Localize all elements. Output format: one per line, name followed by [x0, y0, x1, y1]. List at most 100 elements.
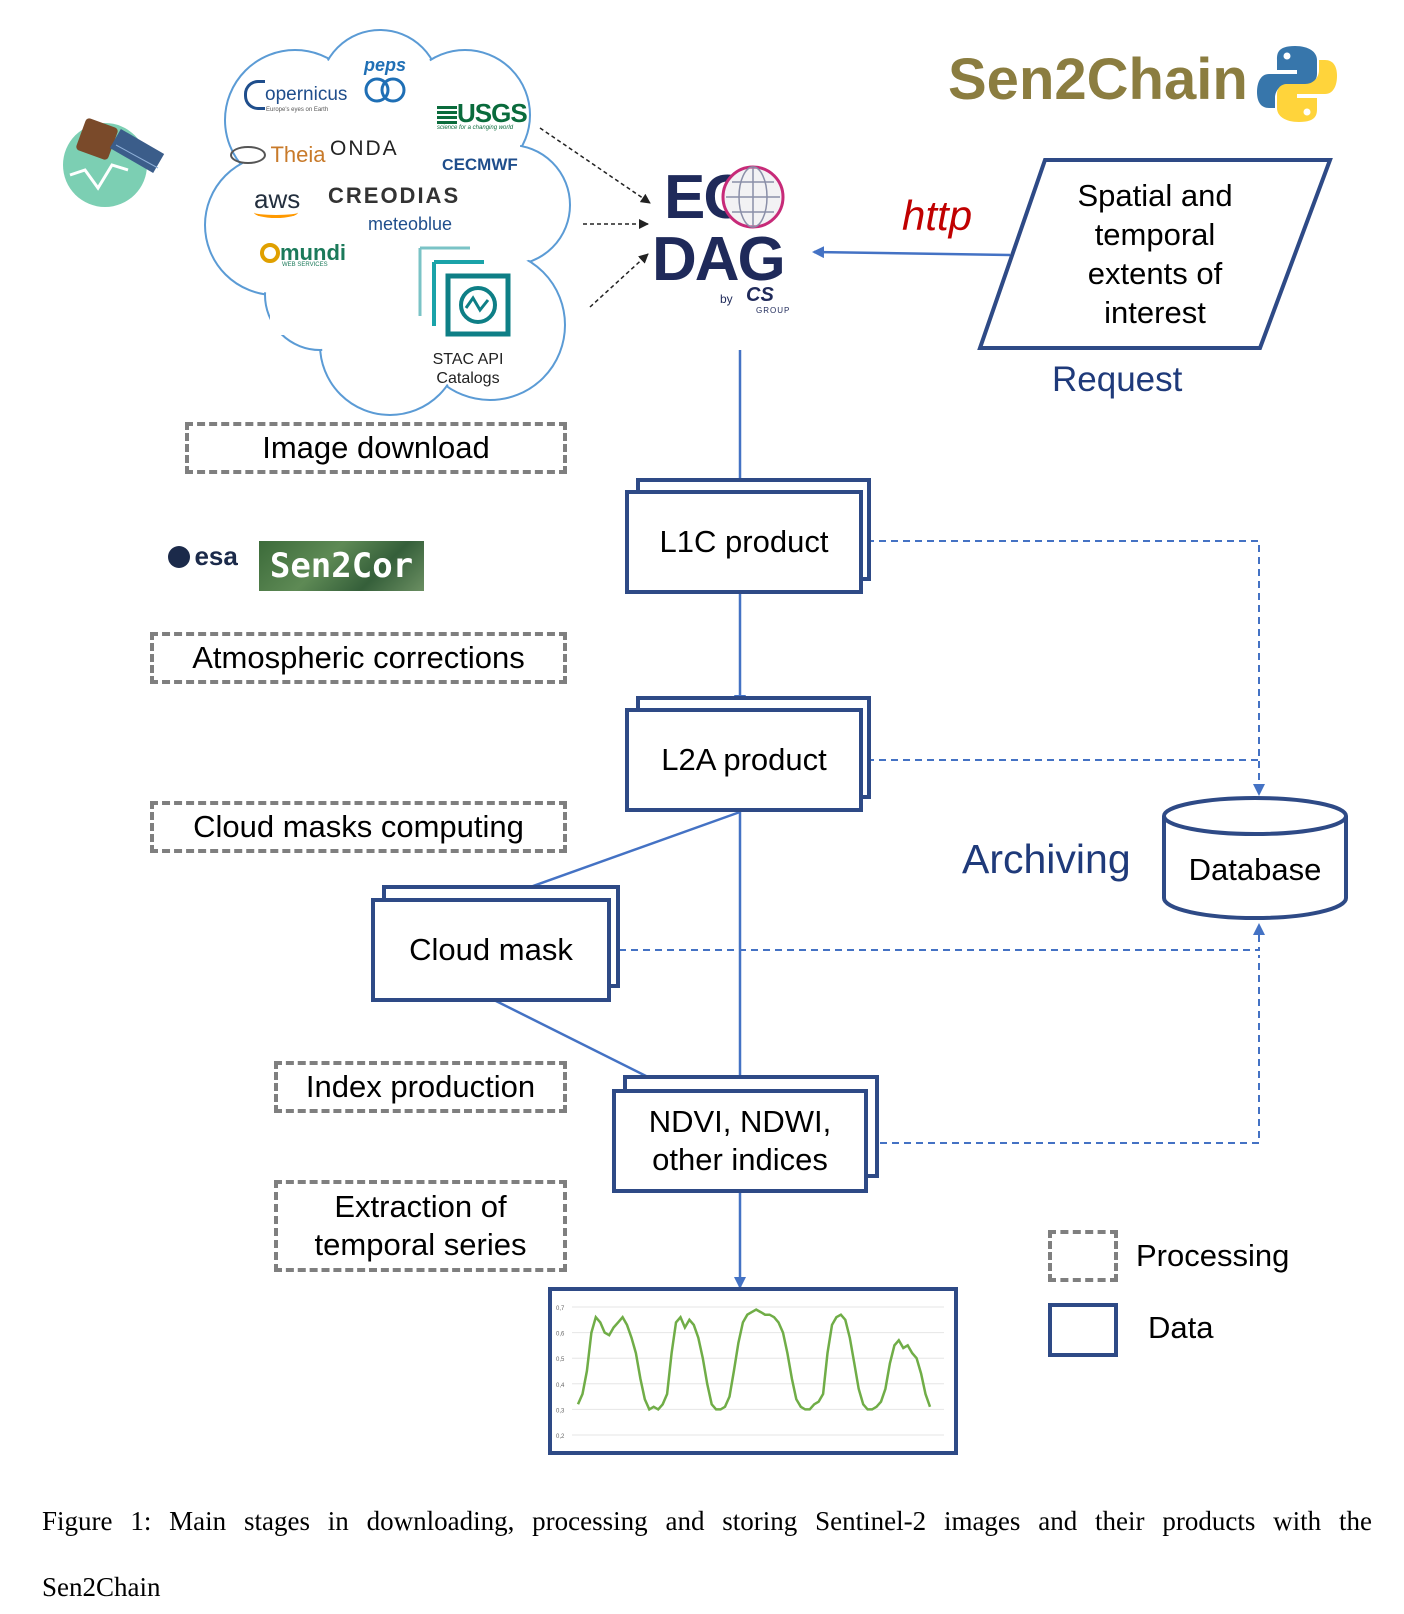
- legend-data-swatch: [1048, 1303, 1118, 1357]
- copernicus-label: opernicus: [265, 84, 348, 105]
- series-ytick-label: 0,7: [556, 1306, 565, 1312]
- sen2cor-label: Sen2Cor: [269, 546, 414, 586]
- step-extraction-line1: Extraction of: [334, 1189, 507, 1224]
- copernicus-logo: opernicus Europe's eyes on Earth: [244, 80, 347, 113]
- peps-rings-icon: [364, 77, 406, 103]
- database-label: Database: [1188, 852, 1322, 887]
- request-line2: temporal: [1094, 217, 1216, 252]
- request-line1: Spatial and: [1077, 178, 1233, 213]
- usgs-sub: science for a changing world: [437, 125, 514, 131]
- step-extraction-temporal-series: Extraction of temporal series: [274, 1180, 567, 1272]
- stac-catalog-icon: [418, 246, 511, 337]
- ecmwf-mark-icon: C: [442, 157, 454, 174]
- copernicus-sub: Europe's eyes on Earth: [266, 107, 329, 113]
- temporal-series-chart: 0,7 0,6 0,5 0,4 0,3 0,2: [548, 1287, 958, 1455]
- step-index-production-label: Index production: [305, 1069, 536, 1104]
- theia-eye-icon: [230, 146, 266, 164]
- series-ytick-label: 0,2: [556, 1434, 565, 1440]
- copernicus-c-icon: [244, 80, 265, 110]
- usgs-logo: USGS science for a changing world: [437, 98, 528, 131]
- step-extraction-line2: temporal series: [314, 1227, 527, 1262]
- mundi-logo: mundi WEB SERVICES: [260, 240, 346, 268]
- data-providers-cloud: [204, 29, 571, 416]
- meteoblue-logo: meteoblue: [368, 214, 452, 235]
- request-to-eodag-arrow: [812, 246, 1011, 259]
- sen2cor-logo: Sen2Cor: [259, 541, 424, 591]
- sen2chain-title: Sen2Chain: [948, 46, 1248, 113]
- step-cloud-masks-label: Cloud masks computing: [193, 809, 524, 844]
- archiving-label: Archiving: [962, 836, 1131, 882]
- onda-label: ONDA: [330, 137, 399, 160]
- ecmwf-label: ECMWF: [453, 155, 518, 174]
- usgs-label: USGS: [457, 98, 528, 128]
- python-logo-icon: [1257, 46, 1337, 122]
- peps-logo: peps: [360, 55, 410, 109]
- cloud-mask-label: Cloud mask: [409, 932, 573, 967]
- meteoblue-label: meteoblue: [368, 214, 453, 234]
- series-line: [576, 1308, 932, 1412]
- request-label: Request: [1052, 360, 1183, 399]
- eodag-globe-icon: [721, 165, 785, 229]
- series-ytick-label: 0,6: [556, 1332, 565, 1338]
- theia-logo: Theia: [230, 142, 326, 168]
- mundi-label: mundi: [280, 240, 346, 265]
- creodias-logo: CREODIAS: [328, 183, 460, 209]
- cloud-to-eodag-arrow-top: [539, 127, 651, 204]
- mundi-sub: WEB SERVICES: [282, 262, 328, 268]
- l2a-product-label: L2A product: [661, 742, 827, 777]
- aws-smile-icon: [254, 207, 298, 218]
- eodag-logo: EO DAG by CS GROUP: [650, 162, 810, 332]
- sen2cor-logos: esa: [168, 541, 238, 572]
- usgs-wave-icon: [437, 103, 457, 124]
- legend-processing-swatch: [1048, 1230, 1118, 1282]
- request-line4: interest: [1104, 295, 1206, 330]
- theia-label: Theia: [270, 142, 326, 167]
- request-text: Spatial and temporal extents of interest: [1050, 176, 1260, 332]
- eodag-by-text: by: [720, 292, 733, 306]
- figure-caption-line1: Figure 1: Main stages in downloading, pr…: [42, 1506, 1372, 1536]
- indices-archive-line: [880, 955, 1260, 1144]
- aws-logo: aws: [254, 184, 300, 218]
- stac-label-line2: Catalogs: [436, 370, 500, 387]
- onda-logo: ONDA: [330, 137, 399, 161]
- stac-label-line1: STAC API: [432, 351, 504, 368]
- figure-caption-line2: Sen2Chain: [42, 1572, 161, 1602]
- indices-box: NDVI, NDWI, other indices: [612, 1089, 868, 1193]
- sen2chain-title-text: Sen2Chain: [948, 47, 1248, 112]
- satellite-icon: [63, 118, 165, 207]
- step-atmospheric-corrections: Atmospheric corrections: [150, 632, 567, 684]
- legend-processing-label: Processing: [1136, 1238, 1290, 1273]
- request-parallelogram: [977, 158, 1333, 350]
- step-image-download: Image download: [185, 422, 567, 474]
- eodag-cs-text: CS: [746, 284, 774, 306]
- indices-line1: NDVI, NDWI,: [648, 1104, 832, 1139]
- legend-data-label: Data: [1148, 1310, 1214, 1345]
- aws-label: aws: [254, 184, 301, 214]
- indices-line2: other indices: [652, 1142, 828, 1177]
- step-cloud-masks-computing: Cloud masks computing: [150, 801, 567, 853]
- creodias-label: CREODIAS: [328, 183, 461, 208]
- cloud-to-eodag-arrow-bottom: [589, 253, 649, 308]
- database-cylinder: [1162, 796, 1348, 920]
- peps-label: peps: [363, 55, 406, 75]
- step-atmospheric-label: Atmospheric corrections: [192, 640, 525, 675]
- series-ytick-label: 0,4: [556, 1383, 565, 1389]
- series-ytick-label: 0,3: [556, 1408, 565, 1414]
- l1c-archive-line: [867, 540, 1265, 796]
- eodag-dag-text: DAG: [652, 225, 786, 294]
- cloud-mask-box: Cloud mask: [371, 898, 611, 1002]
- http-label: http: [902, 192, 973, 239]
- series-ytick-label: 0,5: [556, 1357, 565, 1363]
- esa-label: esa: [194, 541, 238, 571]
- l1c-product-label: L1C product: [659, 524, 829, 559]
- cloudmask-archive-line: [619, 923, 1265, 951]
- l1c-product-box: L1C product: [625, 490, 863, 594]
- mundi-dot-icon: [260, 243, 280, 263]
- request-line3: extents of: [1087, 256, 1223, 291]
- step-index-production: Index production: [274, 1061, 567, 1113]
- step-image-download-label: Image download: [262, 430, 490, 465]
- ecmwf-logo: CECMWF: [442, 155, 518, 175]
- eodag-group-text: GROUP: [756, 306, 791, 315]
- l2a-product-box: L2A product: [625, 708, 863, 812]
- stac-label: STAC API Catalogs: [418, 350, 518, 388]
